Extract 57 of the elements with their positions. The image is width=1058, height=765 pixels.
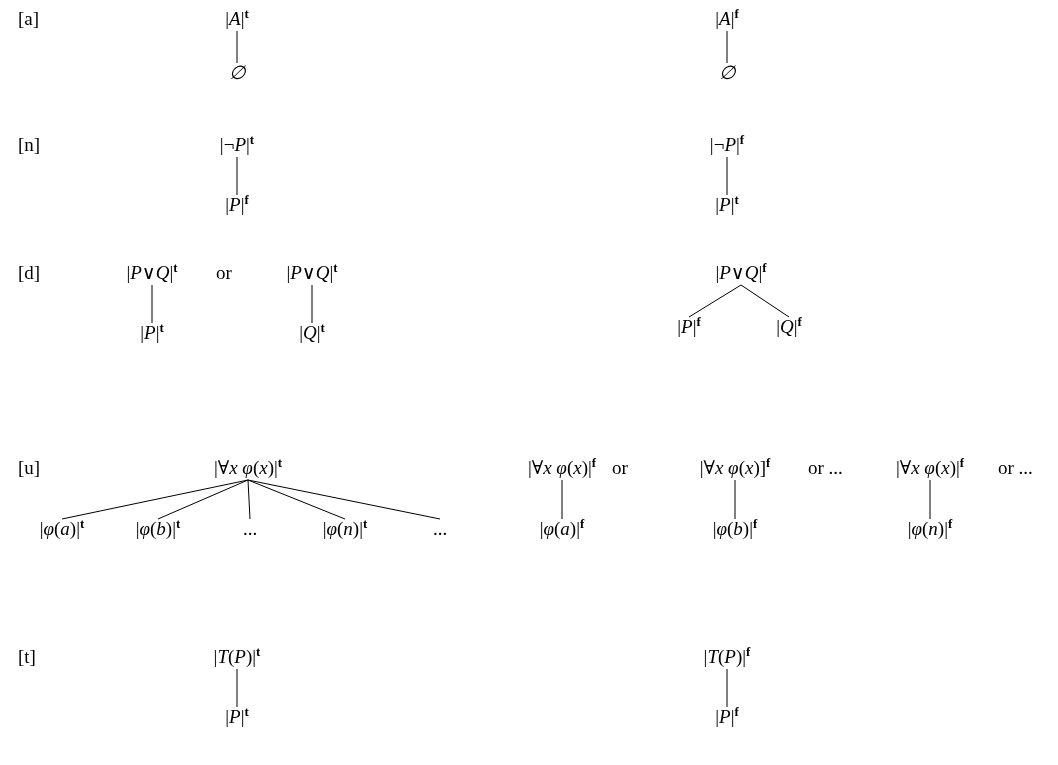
tree-branch-line [726, 668, 728, 708]
tree-branch-line [247, 479, 346, 520]
rule-label: or ... [998, 457, 1033, 479]
formula-text: |P|$^{t}$ [225, 706, 249, 728]
tree-branch-line [247, 479, 251, 520]
formula-text: |P|$^{f}$ [225, 194, 249, 216]
tree-branch-line [726, 156, 728, 196]
rule-label: or ... [808, 457, 843, 479]
formula-text: |¬P|$^{f}$ [709, 134, 745, 156]
formula-text: |P∨Q|$^{f}$ [715, 262, 767, 284]
empty-set-symbol: ∅ [718, 62, 736, 84]
tree-branch-line [157, 479, 249, 520]
tree-branch-line [726, 30, 728, 64]
formula-text: |P|$^{f}$ [715, 706, 739, 728]
formula-text: |φ(a)|$^{f}$ [539, 518, 585, 540]
formula-text: |∀x φ(x)]$^{f}$ [699, 457, 771, 479]
formula-text: |P|$^{t}$ [715, 194, 739, 216]
formula-text: |¬P|$^{t}$ [219, 134, 255, 156]
formula-text: |∀x φ(x)|$^{f}$ [895, 457, 965, 479]
formula-text: |φ(b)|$^{t}$ [135, 518, 181, 540]
formula-text: |φ(n)|$^{t}$ [322, 518, 368, 540]
formula-text: |P|$^{t}$ [140, 322, 164, 344]
tree-branch-line [929, 479, 931, 520]
formula-text: ... [432, 518, 448, 540]
rule-label: [d] [18, 262, 41, 284]
rule-label: [t] [18, 646, 36, 668]
rule-label: [a] [18, 8, 40, 30]
formula-text: |φ(a)|$^{t}$ [39, 518, 85, 540]
formula-text: |φ(n)|$^{f}$ [907, 518, 953, 540]
tree-branch-line [236, 668, 238, 708]
tree-branch-line [734, 479, 736, 520]
formula-text: |φ(b)|$^{f}$ [712, 518, 758, 540]
rule-label: [u] [18, 457, 41, 479]
tree-branch-line [311, 284, 313, 324]
formula-text: |P∨Q|$^{t}$ [126, 262, 178, 284]
tree-branch-line [740, 284, 790, 318]
formula-text: |A|$^{t}$ [225, 8, 249, 30]
formula-text: |T(P)|$^{f}$ [703, 646, 751, 668]
formula-text: |∀x φ(x)|$^{t}$ [213, 457, 283, 479]
tree-branch-line [561, 479, 563, 520]
tree-branch-line [236, 156, 238, 196]
rule-label: or [612, 457, 628, 479]
formula-text: |A|$^{f}$ [715, 8, 739, 30]
formula-text: |∀x φ(x)|$^{f}$ [527, 457, 597, 479]
formula-text: ... [242, 518, 258, 540]
formula-text: |Q|$^{f}$ [776, 316, 802, 338]
tree-branch-line [688, 284, 742, 318]
rule-label: [n] [18, 134, 41, 156]
formula-text: |T(P)|$^{t}$ [213, 646, 261, 668]
tree-branch-line [236, 30, 238, 64]
empty-set-symbol: ∅ [228, 62, 246, 84]
formula-text: |P|$^{f}$ [677, 316, 701, 338]
formula-text: |P∨Q|$^{t}$ [286, 262, 338, 284]
formula-text: |Q|$^{t}$ [299, 322, 325, 344]
rule-label: or [216, 262, 232, 284]
tree-branch-line [247, 479, 441, 520]
tree-branch-line [151, 284, 153, 324]
